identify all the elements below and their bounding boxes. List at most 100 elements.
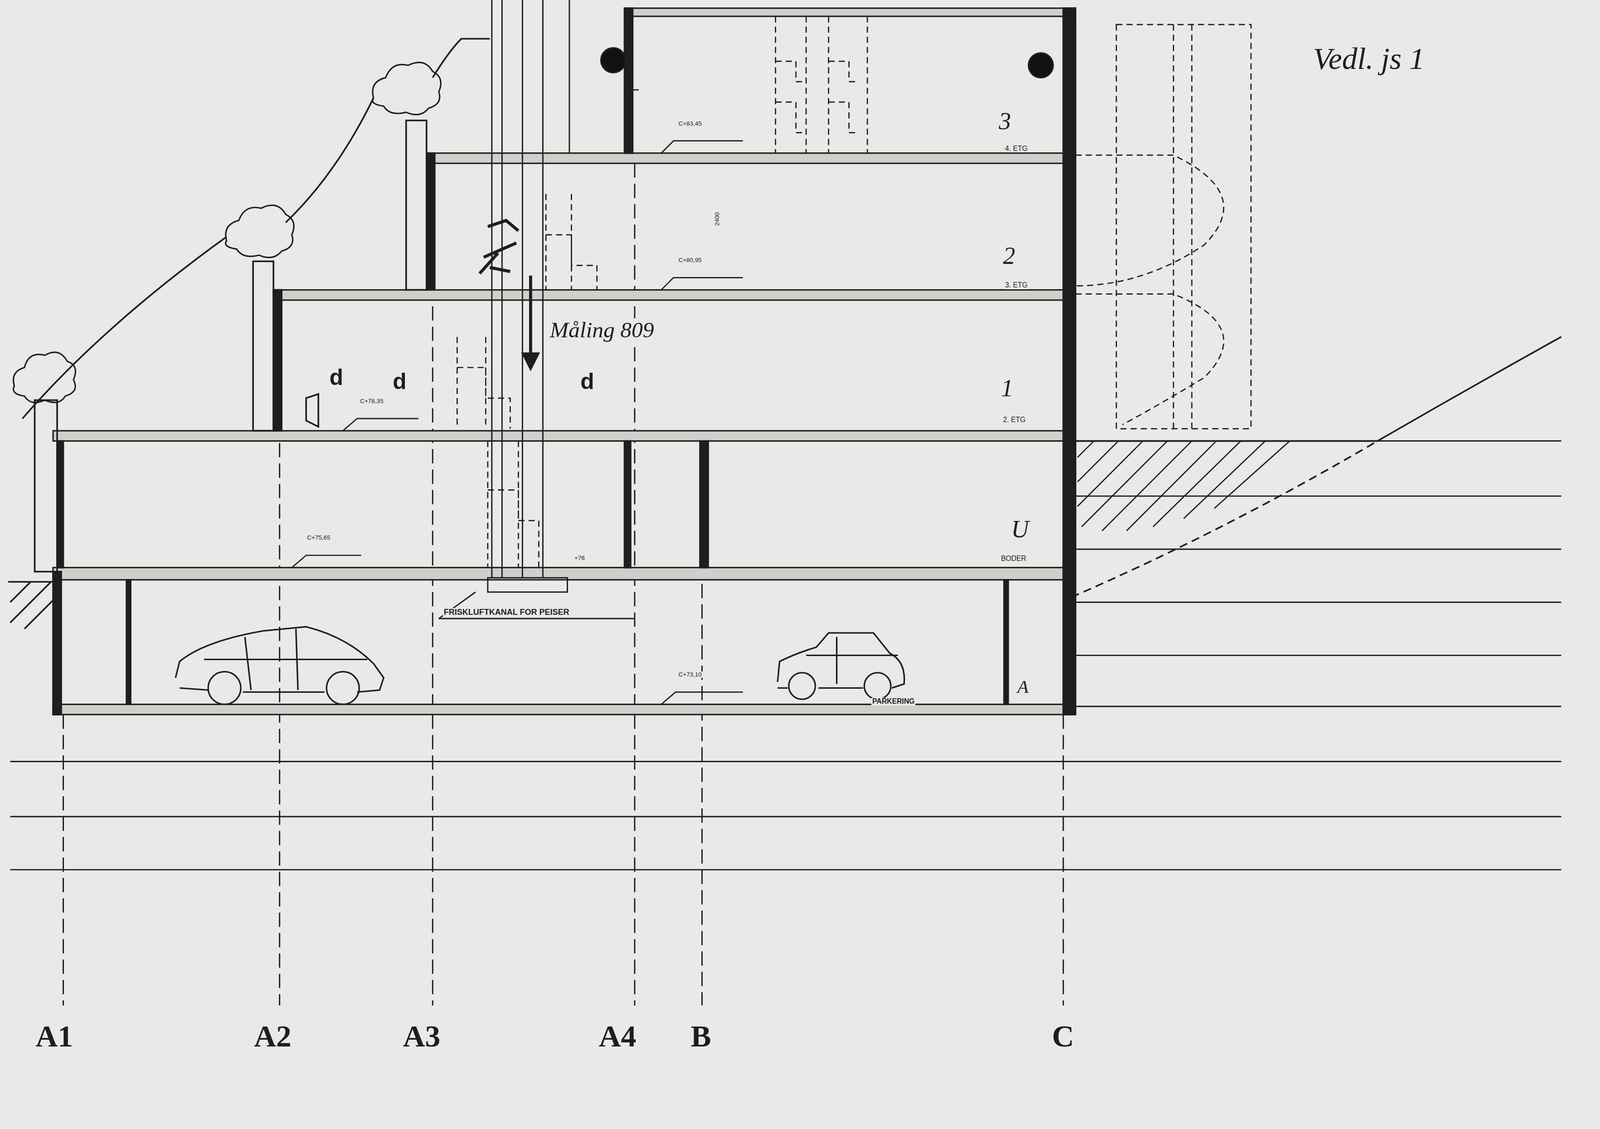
mark-letter: d	[328, 365, 345, 390]
drawing-line	[542, 0, 544, 578]
drawing-line	[406, 120, 427, 291]
drawing-line	[775, 16, 868, 154]
drawing-line	[661, 691, 743, 705]
drawing-line	[1071, 548, 1562, 550]
drawing-line	[175, 626, 905, 705]
drawing-line	[8, 0, 1562, 1006]
drawing-line	[1063, 8, 1076, 715]
drawing-line	[628, 8, 1076, 17]
drawing-line	[10, 760, 1562, 763]
drawing-line	[53, 704, 1072, 715]
drawing-line	[22, 38, 491, 419]
drawing-line	[10, 869, 1562, 871]
drawing-line	[661, 277, 743, 290]
floor-name: 4. ETG	[1004, 145, 1029, 153]
drawing-line	[1077, 441, 1143, 507]
drawing-line	[661, 141, 743, 154]
grid-label: A3	[402, 1020, 442, 1053]
drawing-line	[1071, 601, 1562, 604]
drawing-line	[53, 571, 62, 715]
drawing-line	[438, 617, 635, 620]
floor-name: 2. ETG	[1001, 416, 1027, 424]
drawing-line	[34, 400, 58, 572]
drawing-line	[291, 89, 744, 705]
drawing-line	[1077, 441, 1119, 482]
drawing-line	[487, 577, 568, 593]
drawing-line	[10, 816, 1562, 818]
drawing-line	[1077, 441, 1095, 458]
duct-label: FRISKLUFTKANAL FOR PEISER	[442, 607, 571, 617]
drawing-line	[1102, 441, 1192, 531]
drawing-line	[788, 672, 816, 700]
drawing-line	[1075, 293, 1224, 425]
drawing-line	[1075, 155, 1224, 286]
drawing-line	[225, 205, 295, 258]
drawing-line	[13, 62, 442, 403]
level-mark: C+78,35	[359, 398, 385, 405]
drawing-line	[57, 441, 64, 568]
drawing-line	[252, 261, 274, 431]
drawing-line	[1077, 441, 1290, 531]
drawing-line	[457, 16, 1251, 568]
drawing-line	[487, 441, 540, 568]
handwritten-note: Vedl. js 1	[1312, 43, 1426, 76]
drawing-line	[62, 714, 64, 1006]
drawing-line	[273, 289, 282, 431]
drawing-line	[1071, 336, 1562, 442]
drawing-line	[1004, 579, 1009, 705]
room-label: PARKERING	[871, 697, 916, 706]
drawing-line	[1071, 654, 1562, 657]
drawing-line	[306, 393, 319, 427]
drawing-line	[53, 8, 1076, 715]
drawing-line	[1214, 441, 1290, 509]
drawing-line	[479, 220, 519, 274]
drawing-line	[372, 62, 442, 115]
grid-label: A4	[598, 1020, 638, 1053]
drawing-line	[1071, 441, 1378, 598]
floor-number: 2	[1001, 243, 1017, 269]
floor-number: U	[1010, 516, 1030, 543]
drawing-line	[1071, 495, 1562, 497]
drawing-line	[806, 637, 899, 685]
drawing-line	[53, 430, 1072, 442]
drawing-line	[624, 8, 633, 154]
drawing-line	[864, 672, 891, 700]
drawing-line	[1081, 441, 1168, 527]
drawing-line	[632, 89, 639, 91]
drawing-line	[1062, 714, 1065, 1006]
grid-label: B	[689, 1020, 712, 1053]
dimension: 2400	[714, 211, 721, 227]
level-mark: C+83,45	[677, 120, 703, 127]
drawing-line	[1126, 441, 1217, 531]
drawing-line	[491, 0, 493, 578]
drawing-line	[457, 336, 511, 429]
drawing-line	[208, 671, 241, 705]
drawing-line	[522, 353, 539, 370]
drawing-line	[273, 289, 1070, 301]
drawing-line	[326, 671, 360, 705]
drawing-line	[53, 8, 1076, 715]
mark-letter: d	[391, 369, 408, 394]
floor-name: 3. ETG	[1004, 281, 1029, 290]
drawing-line	[777, 632, 905, 689]
drawing-line	[1173, 24, 1192, 429]
drawing-line	[291, 555, 362, 568]
drawing-line	[529, 275, 533, 358]
drawing-line	[545, 194, 598, 291]
drawing-line	[601, 48, 626, 73]
drawing-line	[1152, 441, 1241, 527]
drawing-line	[521, 0, 524, 578]
floor-name: BODER	[1000, 554, 1028, 563]
drawing-line	[568, 0, 570, 154]
drawing-line	[204, 628, 368, 691]
drawing-line	[8, 581, 54, 629]
grid-label: C	[1050, 1020, 1075, 1053]
grid-label: A1	[34, 1020, 75, 1053]
floor-number: 3	[997, 108, 1012, 135]
drawing-line	[426, 153, 435, 291]
drawing-line	[1116, 24, 1251, 429]
drawing-line	[438, 0, 635, 619]
drawing-line	[1183, 441, 1266, 519]
